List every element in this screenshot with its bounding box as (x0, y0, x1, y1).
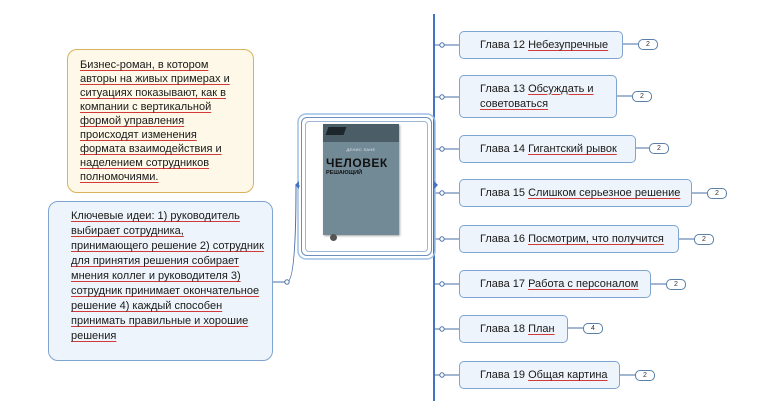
summary-note[interactable]: Бизнес-роман, в котором авторы на живых … (67, 49, 254, 193)
central-topic-frame (305, 121, 428, 252)
subtopic-count-badge[interactable]: 4 (583, 323, 603, 334)
book-title: ЧЕЛОВЕК (326, 156, 388, 170)
attachment-marker-icon (330, 234, 337, 241)
chapter-name: Общая картина (528, 369, 608, 381)
subtopic-count-badge[interactable]: 2 (666, 279, 686, 290)
chapter-name: Работа с персоналом (528, 278, 639, 290)
chapter-prefix: Глава 19 (480, 369, 526, 381)
chapter-topic[interactable]: Глава 13 Обсуждать и советоваться (459, 75, 617, 118)
chapter-topic[interactable]: Глава 14 Гигантский рывок (459, 135, 636, 163)
chapter-prefix: Глава 15 (480, 187, 526, 199)
publisher-logo (325, 127, 347, 135)
key-ideas-text: : 1) руководитель выбирает сотрудника, п… (71, 210, 264, 342)
chapter-name: Небезупречные (528, 39, 609, 51)
central-topic-book[interactable]: ДЕНИС ЛАНЕ ЧЕЛОВЕК РЕШАЮЩИЙ (301, 117, 432, 256)
subtopic-count-badge[interactable]: 2 (707, 188, 727, 199)
key-ideas-label: Ключевые идеи (71, 210, 152, 222)
chapter-prefix: Глава 17 (480, 278, 526, 290)
chapter-topic[interactable]: Глава 15 Слишком серьезное решение (459, 179, 692, 207)
chapter-topic[interactable]: Глава 18 План (459, 315, 568, 343)
chapter-prefix: Глава 12 (480, 39, 526, 51)
chapter-name: План (528, 323, 555, 335)
chapter-topic[interactable]: Глава 17 Работа с персоналом (459, 270, 651, 298)
chapter-prefix: Глава 14 (480, 143, 526, 155)
summary-note-text: Бизнес-роман, в котором авторы на живых … (80, 59, 230, 183)
chapter-prefix: Глава 18 (480, 323, 526, 335)
key-ideas-topic[interactable]: Ключевые идеи: 1) руководитель выбирает … (48, 201, 273, 361)
subtopic-count-badge[interactable]: 2 (694, 234, 714, 245)
chapter-name: Гигантский рывок (528, 143, 617, 155)
chapter-name: Посмотрим, что получится (528, 233, 664, 245)
chapter-topic[interactable]: Глава 16 Посмотрим, что получится (459, 225, 679, 253)
book-subtitle: РЕШАЮЩИЙ (326, 170, 363, 176)
subtopic-count-badge[interactable]: 2 (638, 39, 658, 50)
chapter-prefix: Глава 13 (480, 82, 526, 95)
chapter-topic[interactable]: Глава 12 Небезупречные (459, 31, 623, 59)
subtopic-count-badge[interactable]: 2 (632, 91, 652, 102)
chapter-name: Обсуждать и советоваться (480, 82, 594, 110)
chapter-name: Слишком серьезное решение (528, 187, 681, 199)
subtopic-count-badge[interactable]: 2 (649, 143, 669, 154)
chapter-prefix: Глава 16 (480, 233, 526, 245)
book-cover-image: ДЕНИС ЛАНЕ ЧЕЛОВЕК РЕШАЮЩИЙ (323, 124, 399, 241)
chapter-topic[interactable]: Глава 19 Общая картина (459, 361, 620, 389)
subtopic-count-badge[interactable]: 2 (635, 370, 655, 381)
book-author: ДЕНИС ЛАНЕ (346, 147, 376, 152)
